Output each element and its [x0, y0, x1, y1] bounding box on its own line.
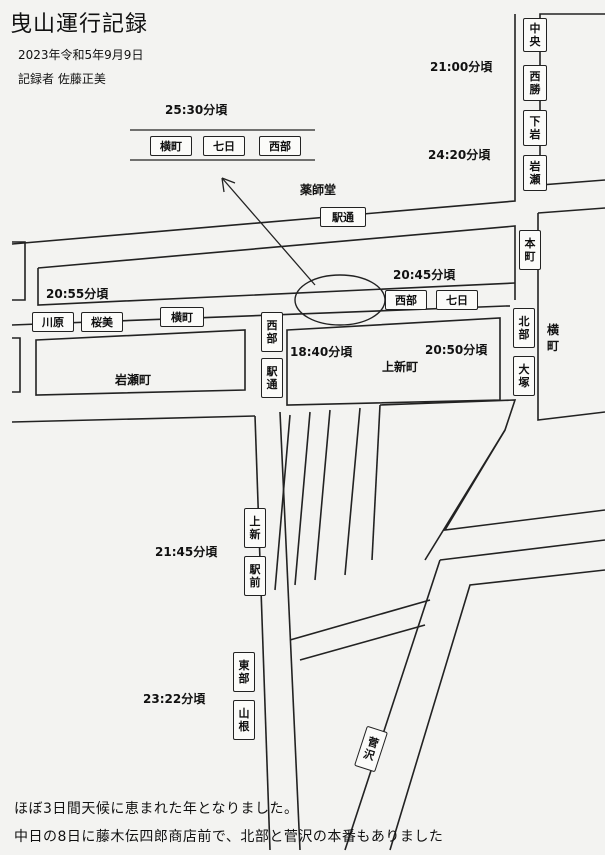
float-kawahara: 川原: [32, 312, 74, 332]
float-shimoiwa: 下岩: [523, 110, 547, 146]
note-line-1: ほぼ3日間天候に恵まれた年となりました。: [14, 801, 299, 817]
float-kitabe: 北部: [513, 308, 535, 348]
street-yokomachi: 横町: [547, 323, 560, 353]
time-label: 23:22分頃: [143, 692, 206, 706]
block-left-upper: [12, 241, 26, 301]
note-line-2: 中日の8日に藤木伝四郎商店前で、北部と菅沢の本番もありました: [14, 829, 444, 845]
float-yokomachi-left: 横町: [160, 307, 204, 327]
page-title: 曳山運行記録: [10, 12, 149, 37]
float-nanoka-top: 七日: [203, 136, 245, 156]
time-label: 25:30分頃: [165, 103, 228, 117]
street-kamishinmachi: 上新町: [382, 360, 419, 374]
road-yakushido-lower: [37, 225, 516, 300]
float-ekidori-vertical: 駅通: [261, 358, 283, 398]
block-iwasemachi: [35, 329, 246, 396]
road-yakushido-upper: [11, 14, 516, 245]
road-main-upper: [37, 268, 516, 306]
street-iwasemachi: 岩瀬町: [115, 373, 152, 387]
float-yamane: 山根: [233, 700, 255, 740]
time-label: 24:20分頃: [428, 148, 491, 162]
time-label: 18:40分頃: [290, 345, 353, 359]
float-chuo: 中央: [523, 18, 547, 52]
time-label: 20:50分頃: [425, 343, 488, 357]
arrow-head: [221, 177, 236, 193]
block-right: [537, 213, 605, 421]
time-label: 20:55分頃: [46, 287, 109, 301]
float-kamishin: 上新: [244, 508, 266, 548]
time-label: 20:45分頃: [393, 268, 456, 282]
route-arrow: [221, 177, 316, 286]
float-tobu: 東部: [233, 652, 255, 692]
float-seibu-mid: 西部: [385, 290, 427, 310]
road-right-upper: [537, 207, 605, 214]
recorder: 記録者 佐藤正美: [18, 72, 106, 86]
float-ekimae: 駅前: [244, 556, 266, 596]
road-diagonal-upper: [379, 399, 517, 561]
float-ekidori-top: 駅通: [320, 207, 366, 227]
float-sakurami: 桜美: [81, 312, 123, 332]
float-yokomachi-top: 横町: [150, 136, 192, 156]
float-seibu-vertical: 西部: [261, 312, 283, 352]
road-diagonal-lower: [344, 559, 441, 851]
time-label: 21:45分頃: [155, 545, 218, 559]
time-label: 21:00分頃: [430, 60, 493, 74]
road-south-main-right: [279, 411, 301, 851]
street-yakushido: 薬師堂: [300, 183, 337, 197]
float-seibu-top: 西部: [259, 136, 301, 156]
road-south-main-left: [254, 415, 271, 851]
record-date: 2023年令和5年9月9日: [18, 48, 144, 62]
float-honmachi: 本町: [519, 230, 541, 270]
float-otsuka: 大塚: [513, 356, 535, 396]
float-iwase: 岩瀬: [523, 155, 547, 191]
float-nishikatsu: 西勝: [523, 65, 547, 101]
float-nanoka-mid: 七日: [436, 290, 478, 310]
block-top-right: [539, 13, 605, 186]
intersection-oval: [294, 274, 386, 326]
